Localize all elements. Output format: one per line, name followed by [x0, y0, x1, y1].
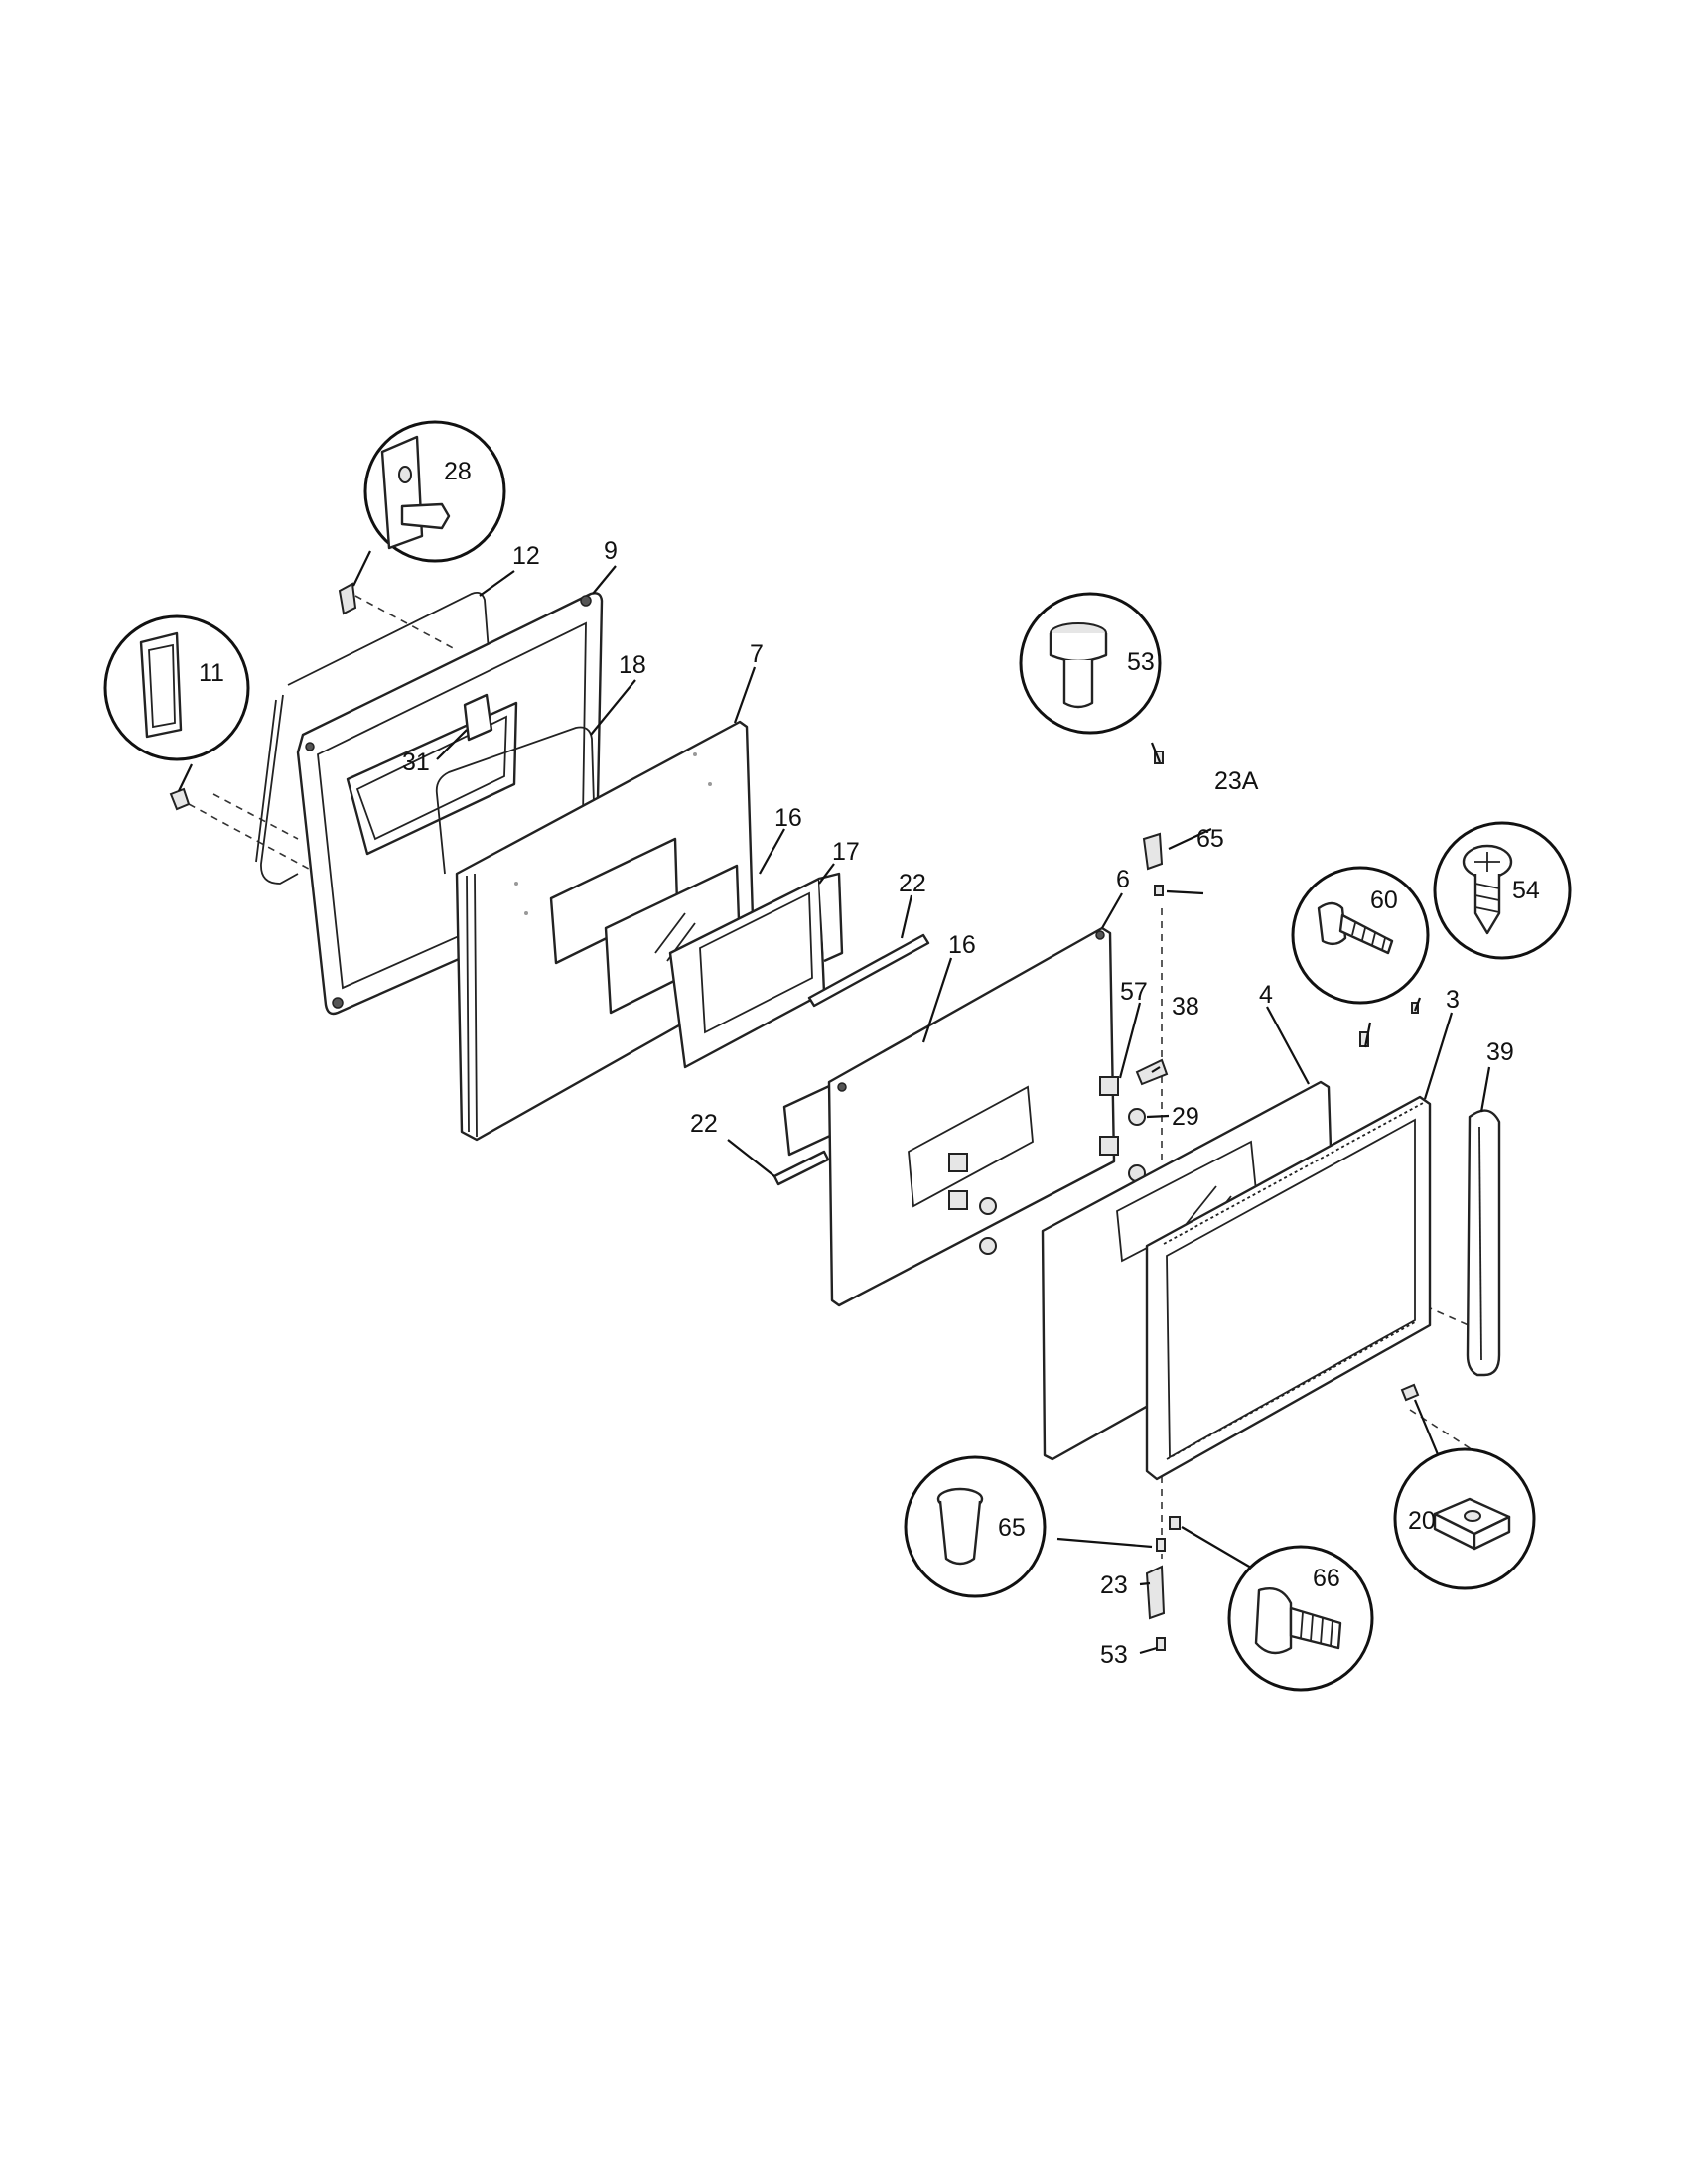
label-16-lower: 16: [948, 931, 976, 959]
label-18: 18: [619, 651, 646, 679]
part-3-door-frame: [1145, 1095, 1432, 1481]
label-38: 38: [1172, 993, 1199, 1021]
label-16-upper: 16: [774, 804, 802, 832]
label-4: 4: [1259, 981, 1273, 1009]
part-22-strip-a: [807, 933, 930, 1008]
callout-20: 20: [1393, 1447, 1536, 1590]
label-23: 23: [1100, 1571, 1128, 1599]
part-labels: 12 9 18 7 31 16 17 22 16 6 23A 65 57 38 …: [402, 537, 1514, 1669]
label-17: 17: [832, 838, 860, 866]
part-57-clips: [948, 1076, 1119, 1210]
callout-66-label: 66: [1313, 1565, 1340, 1592]
part-31-latch: [463, 693, 493, 742]
label-39: 39: [1486, 1038, 1514, 1066]
callout-28: 28: [363, 420, 506, 563]
callout-11: 11: [103, 614, 250, 761]
label-9: 9: [604, 537, 618, 565]
callout-65: 65: [904, 1455, 1047, 1598]
part-18-window-gasket: [435, 726, 595, 875]
part-11-small: [169, 787, 191, 811]
callout-53-label: 53: [1127, 648, 1155, 676]
callout-66: 66: [1227, 1545, 1374, 1692]
callout-54-label: 54: [1512, 877, 1540, 904]
callout-20-label: 20: [1408, 1507, 1436, 1535]
callout-65-label: 65: [998, 1514, 1026, 1542]
part-28-small: [338, 582, 357, 615]
label-22-upper: 22: [899, 870, 926, 897]
callout-28-label: 28: [444, 458, 472, 485]
callout-60-label: 60: [1370, 887, 1398, 914]
callout-11-label: 11: [199, 659, 224, 687]
callout-60: 60: [1291, 866, 1430, 1005]
part-22-strip-b: [772, 1150, 830, 1186]
label-12: 12: [512, 542, 540, 570]
label-31: 31: [402, 749, 430, 776]
callout-53: 53: [1019, 592, 1162, 735]
callout-54: 54: [1433, 821, 1572, 960]
label-53-lower: 53: [1100, 1641, 1128, 1669]
label-3: 3: [1446, 986, 1460, 1014]
label-65-upper: 65: [1196, 825, 1224, 853]
part-12-door-gasket: [255, 591, 497, 885]
label-7: 7: [750, 640, 764, 668]
label-6: 6: [1116, 866, 1130, 893]
label-23A: 23A: [1214, 767, 1259, 795]
leader-lines: [178, 550, 1491, 1655]
label-29: 29: [1172, 1103, 1199, 1131]
label-57: 57: [1120, 978, 1148, 1006]
part-39-handle: [1466, 1109, 1501, 1377]
label-22-lower: 22: [690, 1110, 718, 1138]
